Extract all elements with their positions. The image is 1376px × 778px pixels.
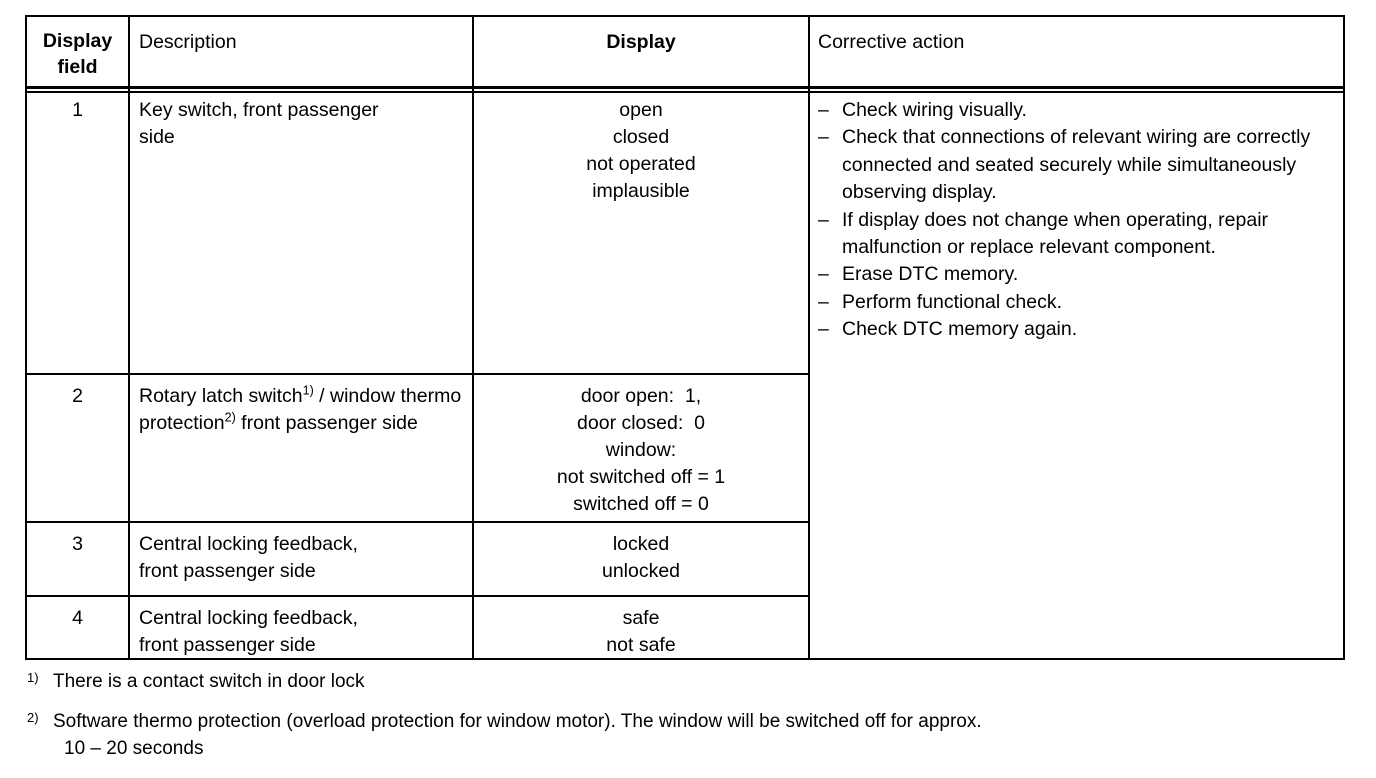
row-2-display-value-3: window: [605,439,677,461]
footnotes: 1) There is a contact switch in door lock… [27,668,1357,775]
column-rule-1 [128,17,130,658]
row-3-description-line2: front passenger side [139,560,316,582]
corrective-action-item: –If display does not change when operati… [818,207,1341,262]
corrective-action-item-text: Erase DTC memory. [842,263,1019,286]
row-4-description: Central locking feedback, front passenge… [130,605,472,659]
row-1-display-value-4: implausible [592,180,690,202]
corrective-action-item: –Check that connections of relevant wiri… [818,124,1341,206]
row-2-description: Rotary latch switch1) / window thermo pr… [130,383,472,437]
row-rule-1 [27,373,810,375]
dtc-display-table: Display field Description Display Correc… [25,15,1345,660]
footnote-1-marker: 1) [27,670,39,685]
row-4-field: 4 [72,607,83,629]
column-rule-2 [472,17,474,658]
row-rule-3 [27,595,810,597]
corrective-action-item-text: If display does not change when operatin… [842,208,1269,259]
header-display-field-line1: Display [42,30,113,52]
row-4-description-line1: Central locking feedback, [139,607,358,629]
row-1-display-value-1: open [619,99,663,121]
row-3-field: 3 [72,533,83,555]
row-4-display-value-2: not safe [606,634,676,656]
row-1-description-line2: side [139,126,175,148]
corrective-action-list: –Check wiring visually. –Check that conn… [818,97,1341,344]
row-3-display-value-2: unlocked [601,560,681,582]
header-display: Display [606,31,676,53]
row-1-description-line1: Key switch, front passenger [139,99,379,121]
row-3-display: locked unlocked [474,531,808,585]
footnote-2: 2) Software thermo protection (overload p… [27,708,1357,762]
corrective-action-item: –Check wiring visually. [818,97,1341,124]
list-dash-icon: – [818,290,829,313]
corrective-action-item: –Perform functional check. [818,289,1341,316]
row-2-field: 2 [72,385,83,407]
corrective-action-item-text: Check DTC memory again. [842,318,1078,341]
footnote-ref-1: 1) [302,383,314,398]
list-dash-icon: – [818,99,829,121]
corrective-action-item: –Check DTC memory again. [818,316,1341,343]
footnote-1: 1) There is a contact switch in door lock [27,668,1357,695]
footnote-2-continuation: 10 – 20 seconds [64,738,204,759]
header-display-field-line2: field [57,56,98,78]
row-2-display-value-5: switched off = 0 [573,493,709,515]
row-1-display: open closed not operated implausible [474,97,808,205]
corrective-action-item-text: Perform functional check. [842,290,1063,313]
column-rule-3 [808,17,810,658]
header-rule-top [27,86,1343,89]
footnote-2-text: Software thermo protection (overload pro… [53,711,982,732]
row-1-display-value-3: not operated [586,153,696,175]
list-dash-icon: – [818,263,829,286]
corrective-action-item-text: Check that connections of relevant wirin… [842,126,1311,204]
row-2-display-value-4: not switched off = 1 [556,466,726,488]
row-2-description-part2: / window thermo protection [139,385,462,434]
row-2-display: door open: 1, door closed: 0 window: not… [474,383,808,518]
row-2-display-value-1: door open: 1, [580,385,702,407]
header-description: Description [139,31,237,53]
row-rule-2 [27,521,810,523]
row-4-description-line2: front passenger side [139,634,316,656]
footnote-1-text: There is a contact switch in door lock [53,671,365,692]
corrective-action-cell: –Check wiring visually. –Check that conn… [810,97,1341,344]
footnote-2-marker: 2) [27,710,39,725]
row-2-description-part3: front passenger side [235,412,418,434]
row-3-display-value-1: locked [612,533,670,555]
corrective-action-item: –Erase DTC memory. [818,261,1341,288]
row-2-description-part1: Rotary latch switch [139,385,303,407]
list-dash-icon: – [818,126,829,149]
header-rule-bottom [27,91,1343,93]
footnote-ref-2: 2) [224,410,236,425]
row-1-description: Key switch, front passenger side [130,97,472,151]
list-dash-icon: – [818,208,829,231]
row-4-display-value-1: safe [622,607,660,629]
header-display-field: Display field [27,27,128,85]
list-dash-icon: – [818,318,829,341]
row-2-display-value-2: door closed: 0 [577,412,705,434]
row-3-description: Central locking feedback, front passenge… [130,531,472,585]
row-1-field: 1 [72,99,83,121]
row-3-description-line1: Central locking feedback, [139,533,358,555]
corrective-action-item-text: Check wiring visually. [842,99,1027,121]
row-4-display: safe not safe [474,605,808,659]
row-1-display-value-2: closed [612,126,670,148]
header-corrective-action: Corrective action [818,31,965,53]
